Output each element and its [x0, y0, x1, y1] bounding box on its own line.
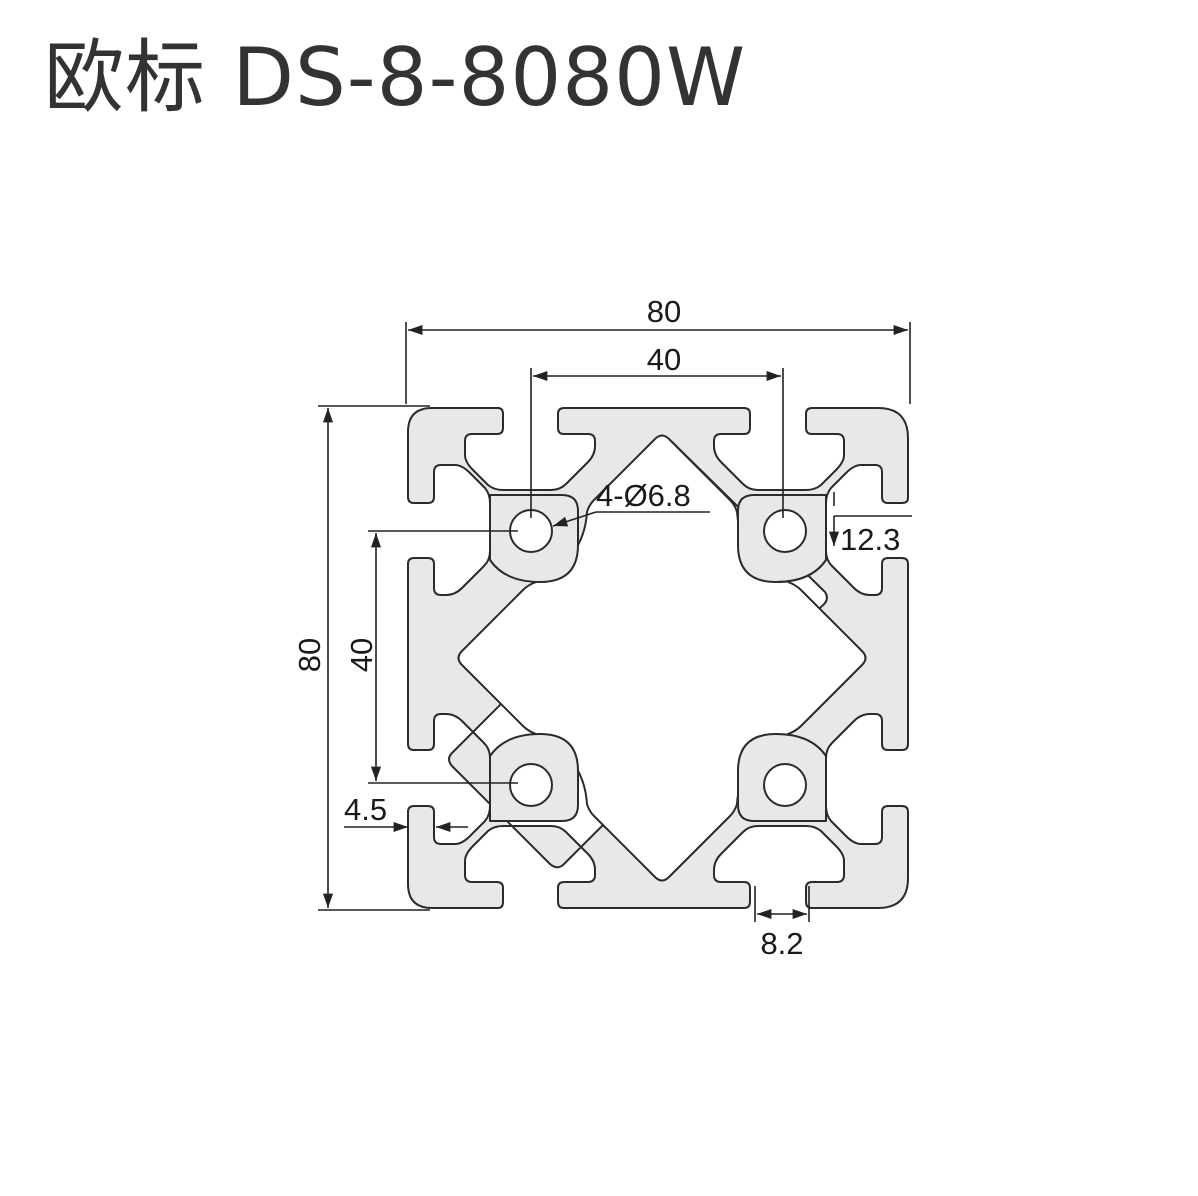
dim-label-hole-spacing-vertical: 40	[344, 638, 379, 672]
dim-label-hole-callout: 4-Ø6.8	[596, 478, 691, 513]
hole-bottom-right	[763, 763, 807, 807]
page-title: 欧标 DS-8-8080W	[44, 31, 747, 124]
dim-label-hole-spacing-horizontal: 40	[647, 342, 681, 377]
hole-top-right	[763, 509, 807, 553]
dim-slot-opening: 8.2	[754, 886, 810, 961]
dim-label-slot-depth: 12.3	[840, 522, 900, 557]
dim-label-lip-thickness: 4.5	[344, 792, 387, 827]
dim-slot-depth: 12.3	[828, 492, 912, 557]
dim-hole-callout: 4-Ø6.8	[552, 478, 710, 527]
dim-lip-thickness: 4.5	[344, 792, 468, 833]
dim-overall-height: 80	[292, 405, 430, 911]
dim-label-overall-height: 80	[292, 638, 327, 672]
hole-bottom-left	[509, 763, 553, 807]
profile-cross-section	[407, 407, 909, 909]
dim-hole-spacing-horizontal: 40	[530, 342, 784, 518]
dim-label-slot-opening: 8.2	[760, 926, 803, 961]
dim-label-overall-width: 80	[647, 294, 681, 329]
dim-overall-width: 80	[405, 294, 911, 404]
dim-hole-spacing-vertical: 40	[344, 530, 518, 784]
